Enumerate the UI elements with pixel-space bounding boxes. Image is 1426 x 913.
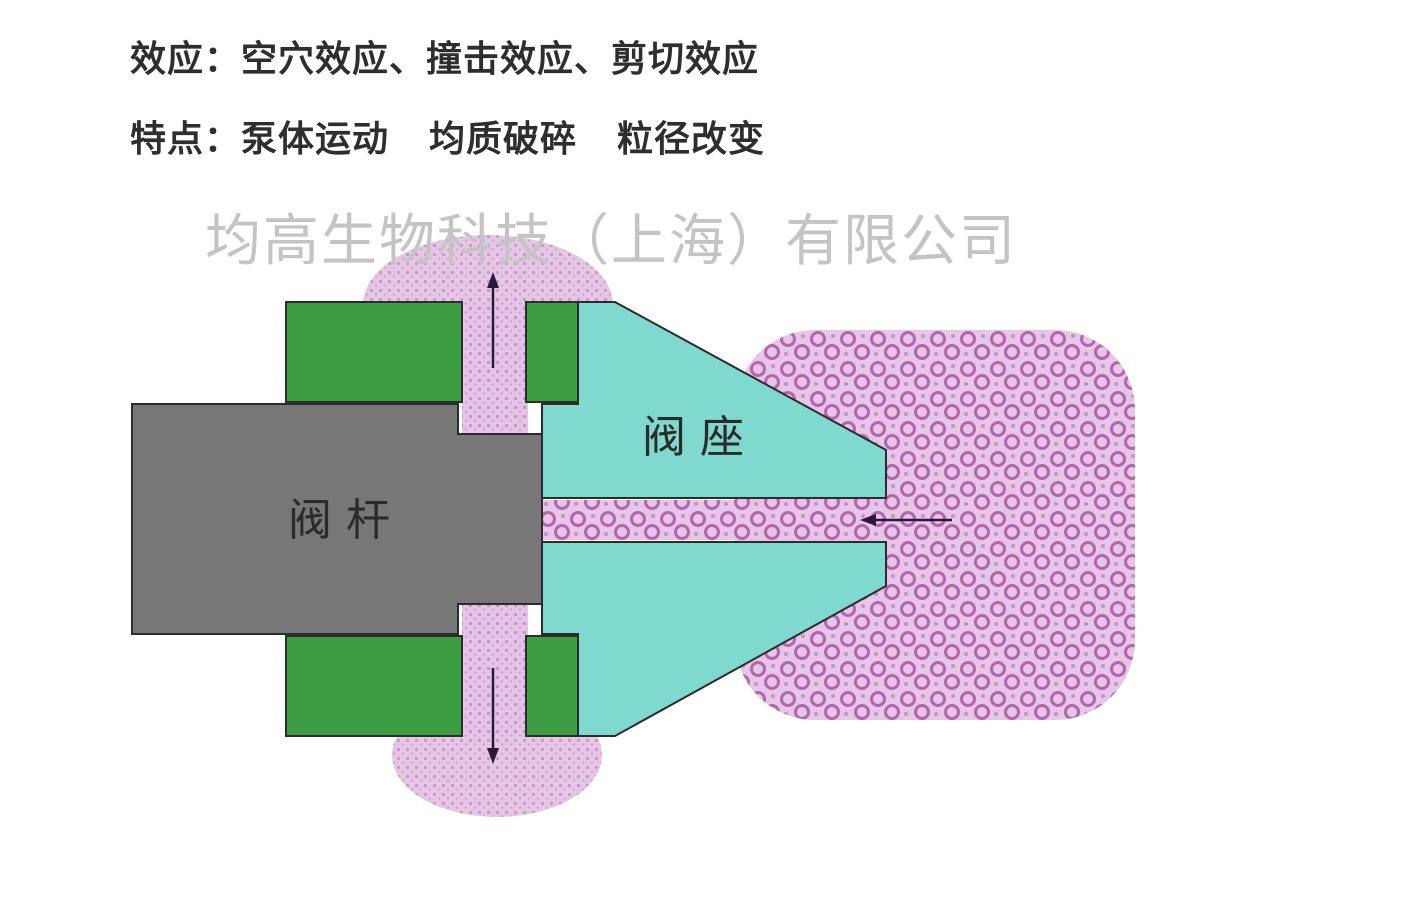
valve-stem [131, 403, 543, 635]
valve-seat-label: 阀 座 [642, 412, 744, 463]
effects-line: 效应：空穴效应、撞击效应、剪切效应 [130, 30, 759, 82]
impact-ring-bottom-left [285, 635, 463, 737]
valve-seat-lower [541, 541, 887, 737]
features-line: 特点：泵体运动均质破碎粒径改变 [130, 110, 805, 162]
valve-seat-upper [541, 301, 887, 499]
impact-ring-top-left [285, 301, 463, 403]
fluid-slot-bottom [462, 604, 528, 736]
flow-arrow-left [860, 514, 952, 526]
fluid-channel [540, 500, 890, 540]
features-label: 特点： [130, 119, 242, 160]
feature-item: 粒径改变 [617, 119, 766, 160]
flow-arrow-up [487, 272, 499, 368]
flow-arrow-down [487, 668, 499, 764]
impact-ring-bottom-right [525, 635, 579, 737]
feature-item: 均质破碎 [429, 119, 578, 160]
feature-item: 泵体运动 [241, 119, 390, 160]
company-watermark: 均高生物科技（上海）有限公司 [205, 209, 1017, 274]
valve-stem-label: 阀 杆 [288, 495, 390, 546]
fluid-slot-top [462, 302, 528, 434]
impact-ring-top-right [525, 301, 579, 403]
effects-label: 效应： [130, 39, 242, 80]
effects-text: 空穴效应、撞击效应、剪切效应 [241, 39, 760, 80]
